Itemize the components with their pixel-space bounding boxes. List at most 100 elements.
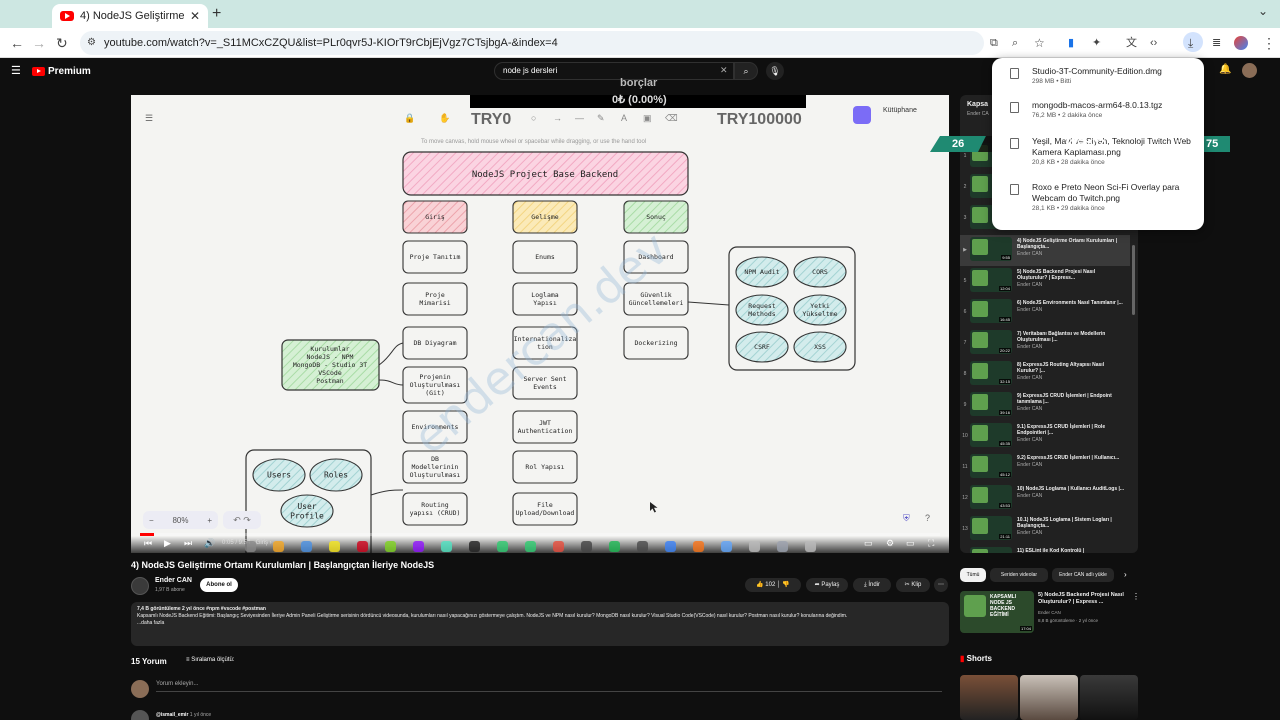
ellipse-tool-icon[interactable]: ○	[531, 113, 537, 123]
open-external-icon[interactable]: ⧉	[1176, 138, 1183, 148]
help-icon[interactable]: ?	[925, 513, 931, 523]
commenter-avatar[interactable]	[131, 710, 149, 720]
text-tool-icon[interactable]: A	[621, 113, 628, 123]
playlist-thumbnail[interactable]: 32:15	[970, 361, 1012, 385]
sort-button[interactable]: ≡ Sıralama ölçütü:	[186, 657, 235, 663]
youtube-search-input[interactable]: node js dersleri	[494, 62, 734, 80]
show-more-link[interactable]: ...daha fazla	[137, 620, 165, 626]
comment-input[interactable]: Yorum ekleyin...	[156, 681, 942, 692]
playlist-channel[interactable]: Ender CA	[967, 111, 989, 117]
clear-search-icon[interactable]: ✕	[720, 65, 728, 75]
hamburger-menu-icon[interactable]: ☰	[11, 65, 21, 77]
fullscreen-icon[interactable]: ⛶	[928, 538, 935, 548]
tab-search-icon[interactable]: ⌄	[1258, 4, 1269, 18]
library-button[interactable]: Kütüphane	[883, 107, 917, 114]
image-tool-icon[interactable]: ▣	[643, 113, 652, 123]
playlist-thumbnail[interactable]: 21:11	[970, 516, 1012, 540]
reading-list-icon[interactable]: ≣	[1212, 37, 1222, 49]
share-button[interactable]: ➦ Paylaş	[806, 578, 848, 592]
reload-icon[interactable]: ↻	[56, 35, 68, 51]
notifications-icon[interactable]: 🔔	[1219, 64, 1232, 75]
short-thumbnail[interactable]	[1020, 675, 1078, 720]
zoom-out-icon[interactable]: −	[149, 515, 154, 525]
previous-icon[interactable]: ⏮	[144, 538, 153, 548]
theater-mode-icon[interactable]: ▭	[906, 538, 915, 548]
like-icon[interactable]: 👍	[756, 582, 764, 588]
playlist-thumbnail[interactable]: 16:45	[970, 299, 1012, 323]
play-icon[interactable]: ▶	[164, 538, 171, 548]
shield-icon[interactable]: ⛨	[903, 513, 910, 523]
downloads-icon[interactable]: ⤓	[1188, 36, 1194, 50]
playlist-thumbnail[interactable]: 45:35	[970, 423, 1012, 447]
download-item[interactable]: Yeşil, Mavi ve Siyah, Teknoloji Twitch W…	[992, 128, 1204, 168]
suggestion-title[interactable]: 5) NodeJS Backend Projesi Nasıl Oluşturu…	[1038, 592, 1124, 605]
chip-all[interactable]: Tümü	[960, 568, 986, 582]
playlist-thumbnail[interactable]: 12:04	[970, 268, 1012, 292]
address-bar[interactable]	[80, 31, 984, 55]
undo-redo-control[interactable]: ↶ ↷	[223, 511, 261, 529]
suggestion-channel[interactable]: Ender CAN	[1038, 610, 1061, 615]
suggestion-thumbnail[interactable]: KAPSAMLI NODE JS BACKEND EĞİTİMİ 17:04	[960, 591, 1034, 633]
progress-bar[interactable]	[140, 533, 940, 536]
short-thumbnail[interactable]	[960, 675, 1018, 720]
search-button[interactable]: ⌕	[734, 62, 758, 80]
profile-avatar[interactable]	[1234, 36, 1248, 50]
youtube-account-avatar[interactable]	[1242, 63, 1257, 78]
like-dislike-button[interactable]: 👍 102 │ 👎	[745, 578, 801, 592]
zoom-control[interactable]: − 80% +	[143, 511, 218, 529]
extensions-puzzle-icon[interactable]: ✦	[1092, 37, 1102, 49]
board-menu-icon[interactable]: ☰	[145, 113, 154, 123]
description-box[interactable]: 7,4 B görüntüleme 2 yıl önce #npm #vscod…	[131, 602, 949, 646]
zoom-in-icon[interactable]: +	[207, 515, 212, 525]
download-button[interactable]: ⤓ İndir	[853, 578, 891, 592]
playlist-thumbnail[interactable]	[970, 547, 1012, 553]
lock-tool-icon[interactable]: 🔒	[404, 113, 416, 123]
next-icon[interactable]: ⏭	[184, 538, 193, 548]
playlist-item[interactable]: 1411) ESLint ile Kod Kontrolü |	[960, 545, 1130, 553]
playlist-thumbnail[interactable]: 20:22	[970, 330, 1012, 354]
folder-icon[interactable]: 🗀	[1152, 140, 1162, 150]
short-thumbnail[interactable]	[1080, 675, 1138, 720]
playlist-thumbnail[interactable]: 45:12	[970, 454, 1012, 478]
back-icon[interactable]: ←	[10, 35, 24, 51]
clip-button[interactable]: ✂ Klip	[896, 578, 930, 592]
code-icon[interactable]: ‹›	[1150, 37, 1158, 49]
chip-channel-uploads[interactable]: Ender CAN adlı yükle	[1052, 568, 1114, 582]
translate-icon[interactable]: 文	[1126, 37, 1137, 49]
suggestion-menu-icon[interactable]: ⋮	[1132, 592, 1140, 601]
playlist-thumbnail[interactable]: 39:16	[970, 392, 1012, 416]
collab-icon[interactable]	[853, 106, 871, 124]
browser-menu-icon[interactable]: ⋮	[1262, 35, 1276, 51]
youtube-logo[interactable]: Premium	[32, 66, 91, 77]
line-tool-icon[interactable]: —	[575, 113, 584, 123]
extension-icon[interactable]: ▮	[1068, 37, 1075, 49]
more-actions-icon[interactable]: ⋯	[934, 578, 948, 592]
install-app-icon[interactable]: ⧉	[990, 37, 998, 49]
forward-icon[interactable]: →	[32, 35, 46, 51]
site-info-icon[interactable]: ⚙	[87, 37, 96, 48]
bookmark-star-icon[interactable]: ☆	[1034, 36, 1045, 50]
subscribe-button[interactable]: Abone ol	[200, 578, 238, 592]
settings-gear-icon[interactable]: ⚙	[886, 538, 895, 548]
eraser-tool-icon[interactable]: ⌫	[665, 113, 678, 123]
new-tab-button[interactable]: +	[212, 5, 222, 22]
subtitles-icon[interactable]: ▭	[864, 538, 873, 548]
channel-name[interactable]: Ender CAN	[155, 577, 192, 584]
commenter-name[interactable]: @ismail_emir	[156, 712, 189, 718]
url-text[interactable]: youtube.com/watch?v=_S11MCxCZQU&list=PLr…	[104, 37, 558, 49]
dislike-icon[interactable]: 👎	[782, 582, 790, 588]
pencil-tool-icon[interactable]: ✎	[597, 113, 605, 123]
zoom-icon[interactable]: ⌕	[1012, 37, 1019, 49]
